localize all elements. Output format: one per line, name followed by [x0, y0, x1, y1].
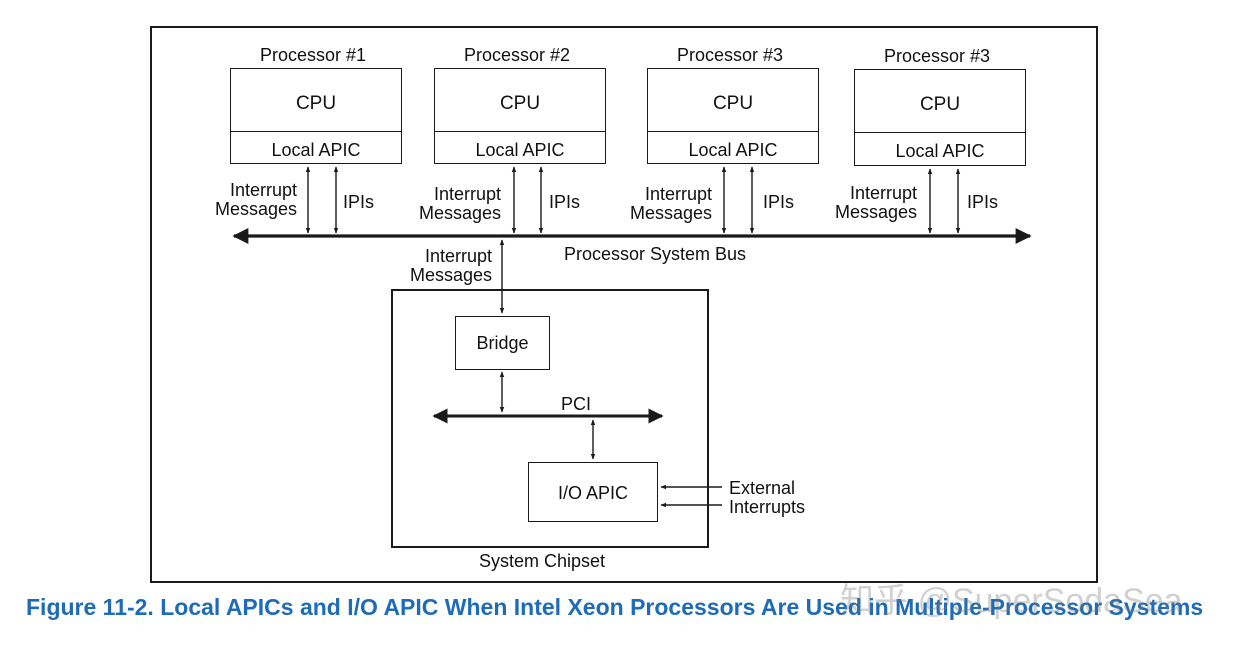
processor-3-cpu-box: CPU: [647, 68, 819, 132]
processor-4-ipis-label: IPIs: [967, 192, 999, 212]
bridge-label: Bridge: [476, 333, 529, 353]
processor-1-local-apic-label: Local APIC: [271, 140, 361, 160]
watermark: 知乎 @SuperSodaSea: [840, 582, 1183, 620]
processor-1-cpu-label: CPU: [295, 93, 337, 114]
processor-1-title: Processor #1: [260, 45, 367, 65]
processor-3-ipis-label: IPIs: [763, 192, 795, 212]
processor-4-cpu-label: CPU: [919, 94, 961, 115]
processor-4-cpu-box: CPU: [854, 69, 1026, 133]
system-chipset-label: System Chipset: [479, 551, 606, 571]
processor-4-local-apic-box: Local APIC: [854, 132, 1026, 166]
processor-3-local-apic-label: Local APIC: [688, 140, 778, 160]
processor-2-local-apic-label: Local APIC: [475, 140, 565, 160]
processor-2-local-apic-box: Local APIC: [434, 131, 606, 164]
processor-3-title: Processor #3: [677, 45, 784, 65]
processor-3-local-apic-box: Local APIC: [647, 131, 819, 164]
processor-4-title: Processor #3: [884, 46, 991, 66]
processor-1-ipis-label: IPIs: [343, 192, 375, 212]
processor-1-cpu-box: CPU: [230, 68, 402, 132]
processor-2-cpu-box: CPU: [434, 68, 606, 132]
bridge-box: Bridge: [455, 316, 550, 370]
processor-2-cpu-label: CPU: [499, 93, 541, 114]
processor-1-local-apic-box: Local APIC: [230, 131, 402, 164]
io-apic-box: I/O APIC: [528, 462, 658, 522]
processor-3-cpu-label: CPU: [712, 93, 754, 114]
processor-2-ipis-label: IPIs: [549, 192, 581, 212]
processor-system-bus-label: Processor System Bus: [564, 244, 747, 264]
processor-2-title: Processor #2: [464, 45, 571, 65]
io-apic-label: I/O APIC: [557, 483, 629, 503]
figure-caption: Figure 11-2. Local APICs and I/O APIC Wh…: [26, 594, 1204, 620]
processor-4-local-apic-label: Local APIC: [895, 141, 985, 161]
diagram-frame: [150, 26, 1098, 583]
